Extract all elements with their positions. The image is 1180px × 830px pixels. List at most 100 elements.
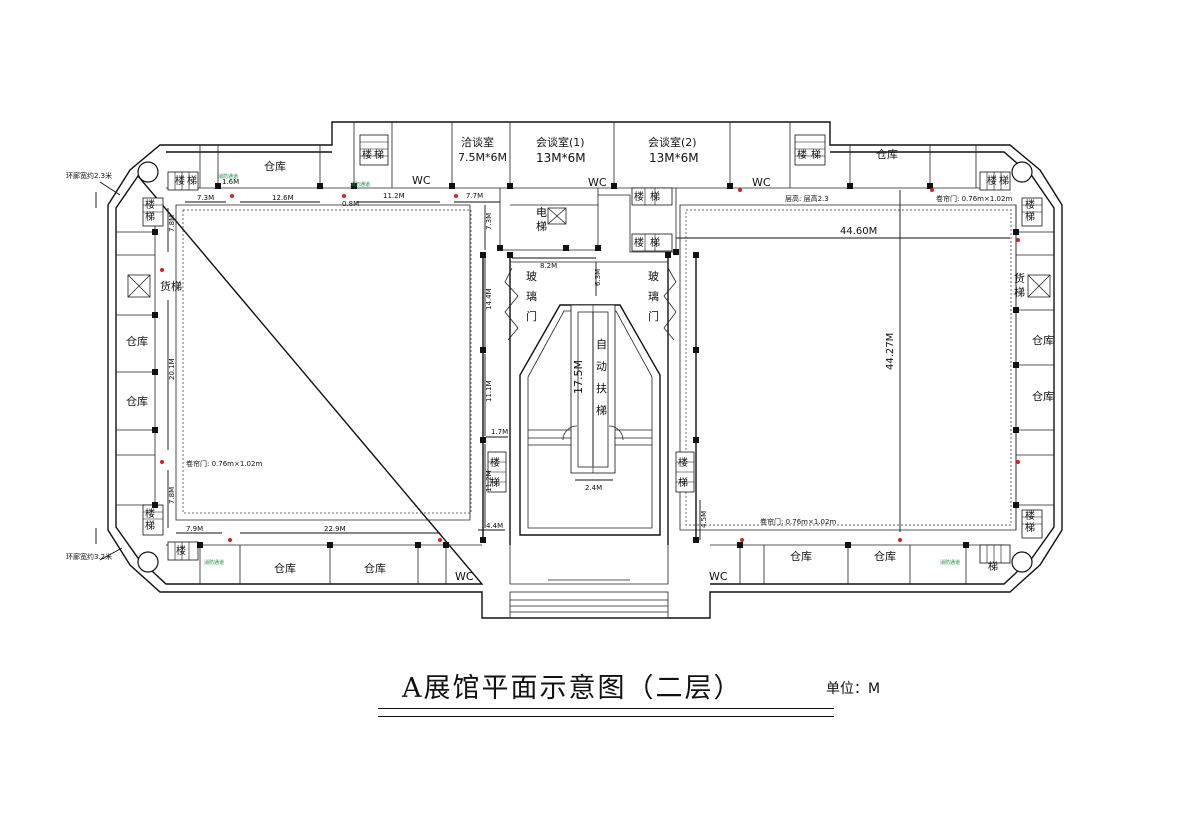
stair-label: 梯	[650, 190, 660, 203]
structural-column	[563, 245, 569, 251]
freight-label: 梯	[1014, 286, 1025, 299]
escalator-void	[519, 304, 661, 536]
corridor-note: 环廊宽约3.2米	[66, 552, 112, 561]
dim-label: 4.5M	[700, 511, 708, 528]
stair-label: 楼	[1025, 509, 1035, 522]
elevator-center	[547, 207, 567, 225]
structural-column	[693, 252, 699, 258]
storage-label: 仓库	[876, 147, 898, 161]
glass-door-left	[504, 267, 519, 341]
freight-right	[1027, 274, 1051, 298]
stair-label: 梯	[145, 519, 155, 532]
labels: 洽谈室 7.5M*6M 会谈室(1) 13M*6M 会谈室(2) 13M*6M …	[66, 135, 1054, 583]
escalator-label: 动	[596, 360, 607, 373]
freight-left	[127, 274, 151, 298]
structural-column	[963, 542, 969, 548]
stair-atrium-right	[675, 451, 695, 493]
freight-label: 货	[1014, 271, 1025, 285]
structural-column	[845, 542, 851, 548]
structural-column	[480, 437, 486, 443]
stair-corner-tl	[167, 171, 199, 191]
escalator-label: 自	[596, 338, 607, 351]
corridor-note: 环廊宽约2.3米	[66, 171, 112, 180]
dim-label: 0.8M	[342, 200, 359, 208]
stair-label: 楼	[175, 174, 185, 187]
hall-right-dashed	[685, 209, 1012, 526]
dim-label: 22.9M	[324, 525, 346, 533]
dim-label: 7.3M	[485, 213, 493, 230]
stair-corner-bl	[167, 541, 199, 561]
stair-label: 梯	[999, 174, 1009, 187]
top-rooms	[166, 122, 1004, 253]
structural-column	[152, 502, 158, 508]
title-underline	[378, 716, 834, 717]
stair-right-upper	[1021, 197, 1043, 227]
storage-label: 仓库	[264, 159, 286, 173]
structural-column	[327, 542, 333, 548]
dim-label: 11.2M	[485, 470, 493, 492]
structural-column	[1013, 229, 1019, 235]
structural-column	[1013, 362, 1019, 368]
structural-column	[1013, 307, 1019, 313]
structural-column	[1013, 502, 1019, 508]
atrium	[482, 255, 697, 545]
stair-label: 楼	[362, 148, 372, 161]
stair-label: 楼	[634, 190, 644, 203]
stair-label: 楼	[678, 456, 688, 469]
fire-exit-note: 消防通道	[204, 559, 224, 566]
stair-label: 梯	[1025, 210, 1035, 223]
dim-label: 1.6M	[222, 178, 239, 186]
stair-label: 梯	[374, 148, 384, 161]
glass-door-label: 璃	[648, 289, 659, 303]
hall-left-dashed	[182, 209, 472, 514]
stair-atrium-left	[487, 451, 507, 493]
meeting2-size: 13M*6M	[649, 151, 699, 165]
dim-label: 4.4M	[486, 522, 503, 530]
glass-door-label: 玻	[648, 270, 659, 283]
storage-label: 仓库	[126, 394, 148, 408]
stair-label: 梯	[678, 476, 688, 489]
corner-columns	[137, 161, 1033, 573]
structural-column	[443, 542, 449, 548]
page-title: A展馆平面示意图（二层）	[402, 673, 743, 704]
dim-label: 8.2M	[540, 262, 557, 270]
stair-label: 梯	[187, 174, 197, 187]
structural-column	[665, 252, 671, 258]
structural-column	[927, 183, 933, 189]
door-note: 卷帘门: 0.76m×1.02m	[186, 459, 262, 468]
stairs	[142, 134, 1043, 564]
fire-exit-note: 消防通道	[940, 559, 960, 566]
structural-column	[673, 249, 679, 255]
glass-door-label: 玻	[526, 270, 537, 283]
stair-left-upper	[142, 197, 164, 227]
door-note: 卷帘门: 0.76m×1.02m	[936, 194, 1012, 203]
stair-label: 梯	[1025, 521, 1035, 534]
dim-label: 14.4M	[485, 288, 493, 310]
stair-label: 楼	[145, 198, 155, 211]
fire-exit-note: 消防通道	[350, 181, 370, 188]
structural-column	[847, 183, 853, 189]
stair-label: 楼	[490, 456, 500, 469]
wc-label: WC	[709, 570, 728, 583]
dim-label: 44.60M	[840, 226, 877, 237]
right-rooms	[1015, 205, 1054, 530]
structural-column	[480, 252, 486, 258]
fire-exit-note: 消防通道	[218, 173, 238, 180]
nego-room-label: 洽谈室	[461, 135, 494, 149]
stair-corner-tr	[979, 171, 1011, 191]
elevator-label: 梯	[536, 220, 547, 233]
structural-column	[737, 542, 743, 548]
stair-center-a	[631, 187, 673, 206]
storage-label: 仓库	[364, 561, 386, 575]
structural-column	[152, 229, 158, 235]
unit-label: 单位：M	[826, 681, 881, 697]
dim-label: 7.9M	[186, 525, 203, 533]
dim-label: 1.7M	[491, 428, 508, 436]
structural-column	[507, 252, 513, 258]
dim-label: 20.1M	[168, 358, 176, 380]
stair-label: 楼	[1025, 198, 1035, 211]
stair-right-lower	[1021, 509, 1043, 539]
dim-label: 7.8M	[168, 487, 176, 504]
stair-label: 梯	[988, 560, 998, 573]
dim-label: 6.3M	[594, 269, 602, 286]
